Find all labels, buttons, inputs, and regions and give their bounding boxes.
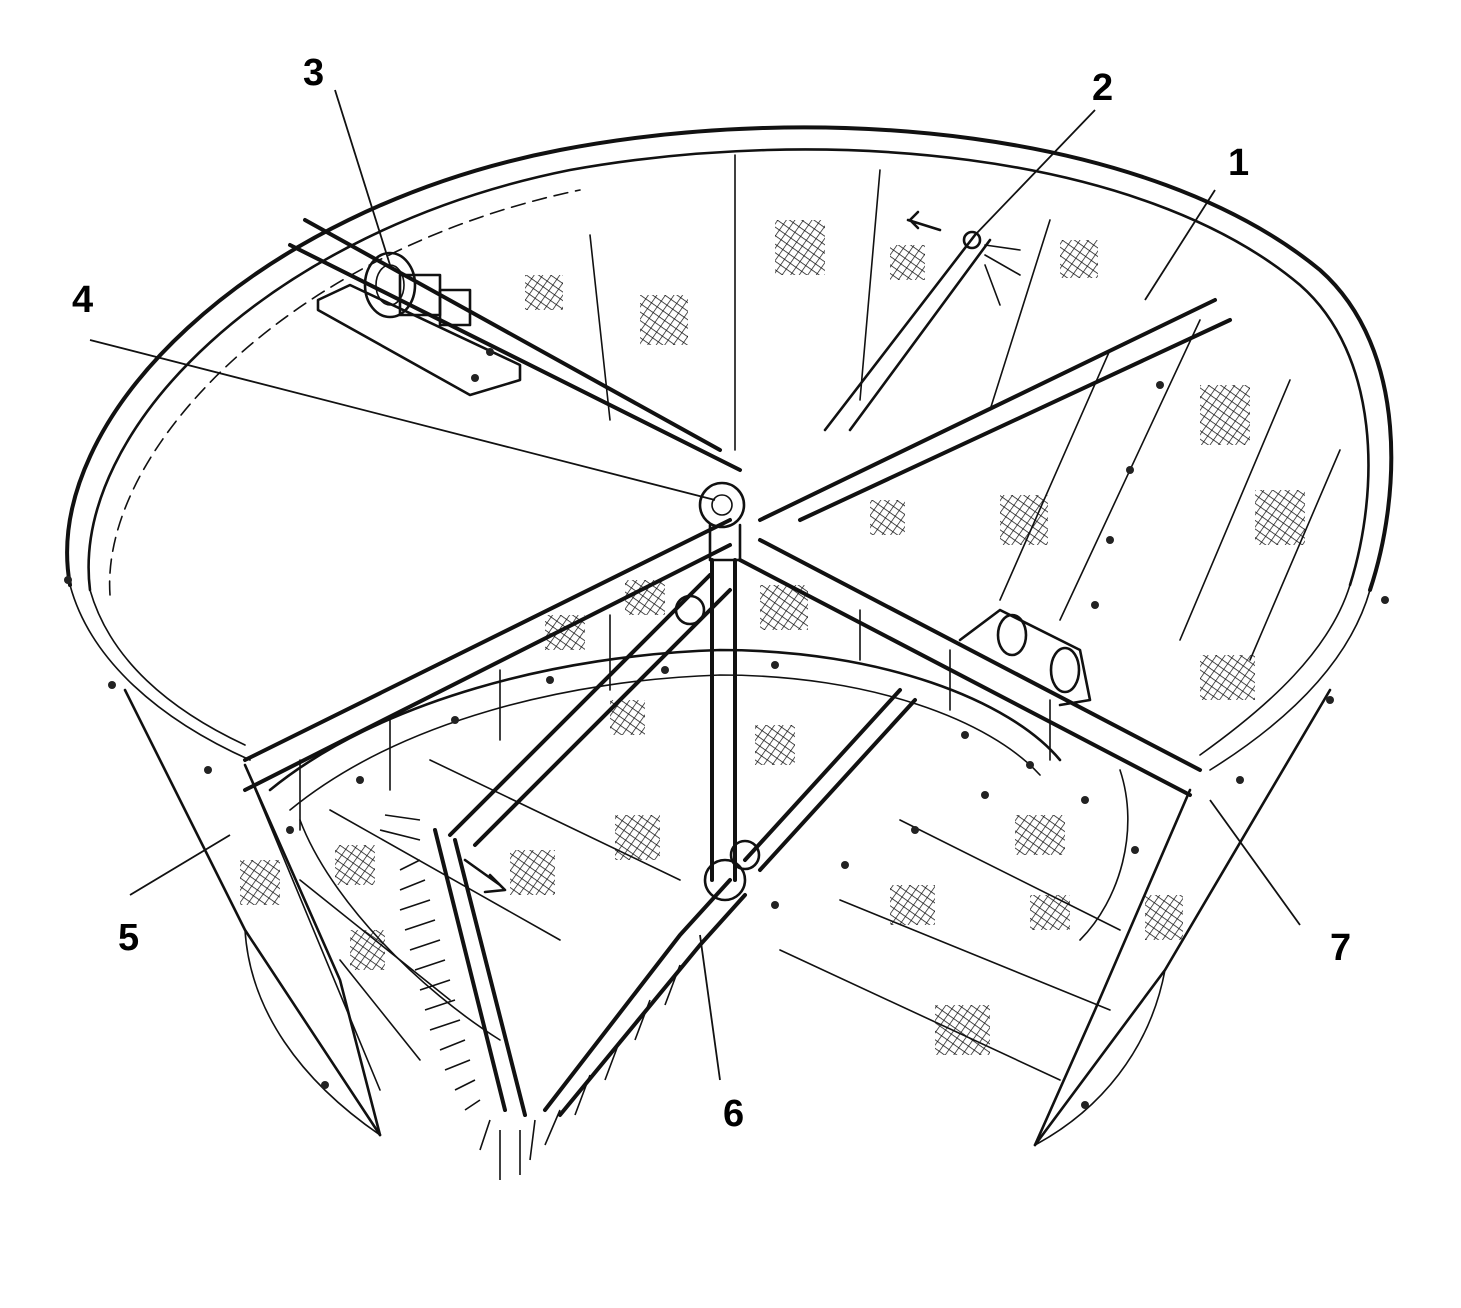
mesh-patch [760, 585, 808, 630]
mesh-patch [335, 845, 375, 885]
mesh-patch [350, 930, 385, 970]
mesh-patch [615, 815, 660, 860]
mesh-patch [510, 850, 555, 895]
mesh-patch [775, 220, 825, 275]
mesh-patch [525, 275, 563, 310]
callout-7: 7 [1330, 927, 1351, 969]
mesh-patch [755, 725, 795, 765]
leader-3 [334, 89, 391, 266]
leader-2 [974, 109, 1096, 236]
callout-labels: 1 2 3 4 5 6 7 [72, 52, 1351, 1135]
mesh-patch [1200, 385, 1250, 445]
mesh-patch [935, 1005, 990, 1055]
mesh-patch [1060, 240, 1098, 278]
inner-ring [268, 648, 1129, 1041]
scraper-blade [379, 814, 681, 1180]
mesh-patch [890, 885, 935, 925]
callout-5: 5 [118, 917, 139, 959]
leader-1 [1144, 189, 1216, 301]
callout-1: 1 [1228, 142, 1249, 184]
flow-arrow [463, 858, 507, 894]
mesh-patch [890, 245, 925, 280]
drive-unit [316, 251, 522, 397]
mesh-patch [1255, 490, 1305, 545]
mesh-patch [1145, 895, 1183, 940]
mesh-patch [1000, 495, 1048, 545]
mesh-patch [545, 615, 585, 650]
callout-4: 4 [72, 279, 93, 321]
callout-3: 3 [303, 52, 324, 94]
cone-wall-left [123, 688, 385, 1137]
mesh-patch [1015, 815, 1065, 855]
mesh-patch [1200, 655, 1255, 700]
leader-5 [129, 834, 231, 896]
leader-6 [699, 934, 721, 1081]
edge-trolley [823, 210, 1021, 432]
mesh-patch [640, 295, 688, 345]
leader-lines [89, 89, 1301, 1081]
callout-6: 6 [723, 1093, 744, 1135]
leader-4 [89, 339, 716, 501]
mesh-patch [870, 500, 905, 535]
scraper-pipes [433, 573, 917, 1117]
callout-2: 2 [1092, 67, 1113, 109]
wheel-unit [958, 608, 1092, 707]
mesh-patch [1030, 895, 1070, 930]
mesh-patch [625, 580, 665, 615]
mesh-patch [240, 860, 280, 905]
bolts [64, 381, 1389, 1109]
radial-plates [299, 154, 1341, 1081]
bridge-truss-main [243, 218, 1232, 831]
cone-wall-right [1033, 688, 1332, 1147]
leader-7 [1209, 799, 1301, 926]
central-pivot [698, 481, 746, 882]
